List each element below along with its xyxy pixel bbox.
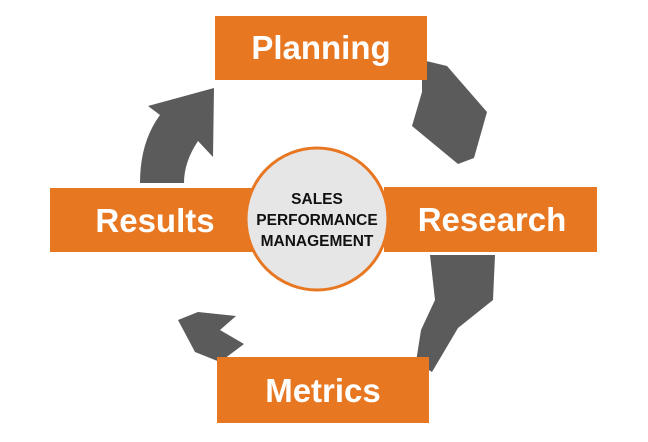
cycle-arrows (140, 60, 495, 372)
center-line-1: SALES (291, 191, 343, 208)
arrow-planning-to-research (412, 60, 487, 164)
stage-box-metrics (217, 357, 429, 423)
stage-label-metrics: Metrics (265, 372, 381, 409)
stage-box-research (384, 187, 597, 252)
stage-box-planning (215, 16, 427, 80)
stage-box-results (50, 188, 280, 252)
stage-label-planning: Planning (251, 29, 390, 66)
stage-label-research: Research (418, 201, 567, 238)
arrow-research-to-metrics (416, 255, 495, 372)
stage-results: Results (50, 188, 280, 252)
center-line-3: MANAGEMENT (261, 233, 374, 250)
center-hub: SALES PERFORMANCE MANAGEMENT (244, 146, 390, 292)
arrow-metrics-to-results (178, 312, 244, 362)
stage-planning: Planning (215, 16, 427, 80)
arrow-results-to-planning (140, 88, 214, 183)
stage-label-results: Results (95, 202, 214, 239)
stage-research: Research (384, 187, 597, 252)
stage-metrics: Metrics (217, 357, 429, 423)
center-circle (244, 146, 390, 292)
center-line-2: PERFORMANCE (256, 212, 377, 229)
